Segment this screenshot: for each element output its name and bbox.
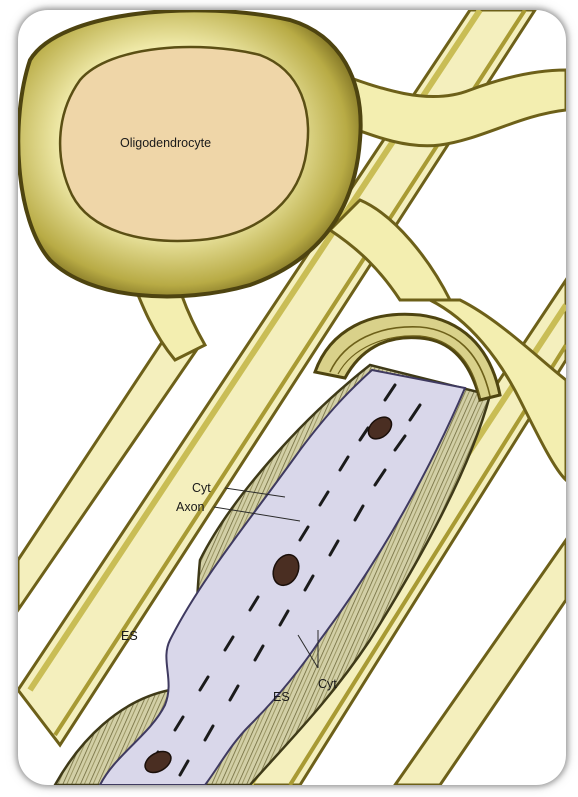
label-cyt-bottom: Cyt [318, 677, 337, 691]
oligodendrocyte-body [18, 10, 360, 296]
figure-frame: Oligodendrocyte Cyt Axon ES ES Cyt [18, 10, 566, 785]
label-es-right: ES [273, 690, 290, 704]
myelination-diagram: Oligodendrocyte Cyt Axon ES ES Cyt [18, 10, 566, 785]
label-oligodendrocyte: Oligodendrocyte [120, 136, 211, 150]
label-es-left: ES [121, 629, 138, 643]
label-cyt-top: Cyt [192, 481, 211, 495]
label-axon: Axon [176, 500, 205, 514]
